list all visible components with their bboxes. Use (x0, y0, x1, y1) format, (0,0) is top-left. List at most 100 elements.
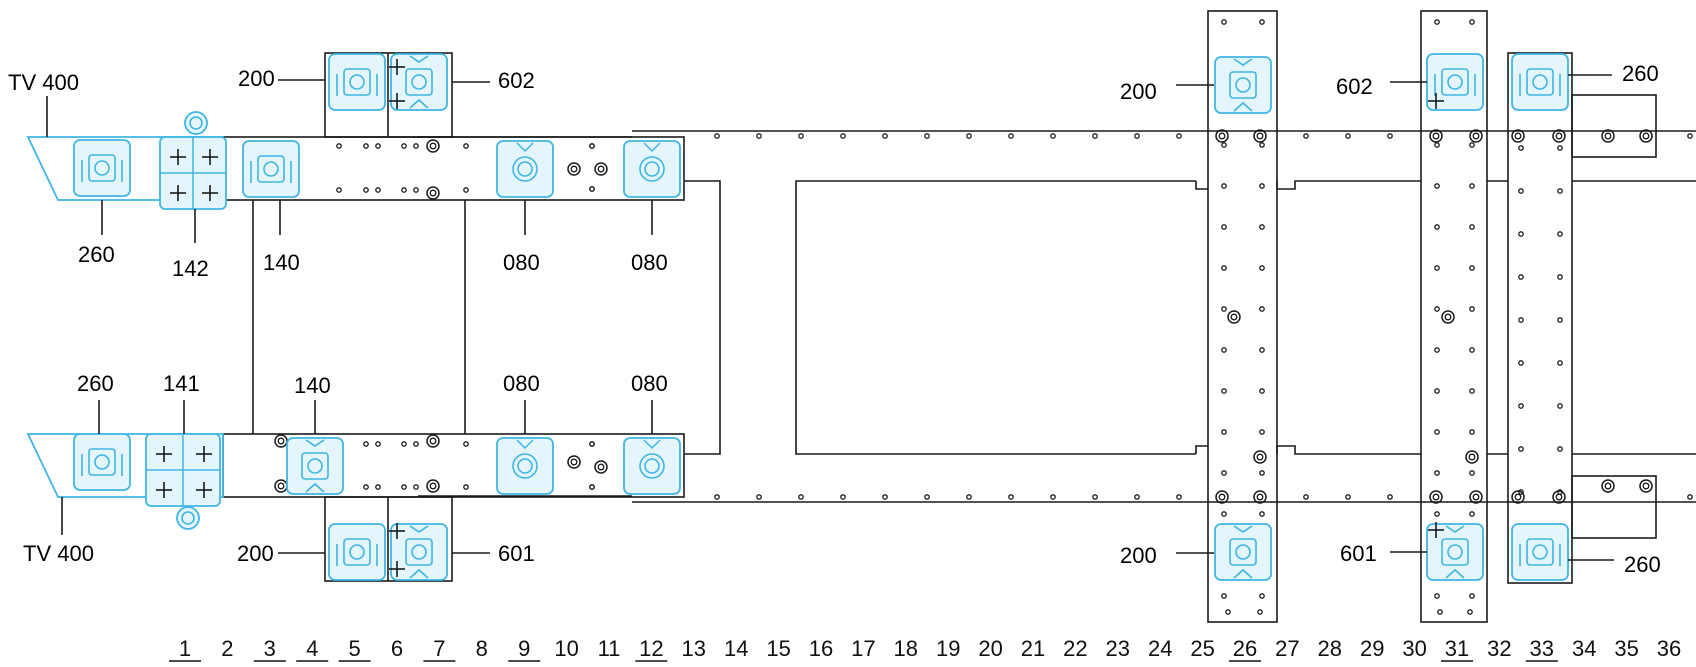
bolt-hole-icon (1437, 609, 1443, 615)
bolt-hole-icon (336, 187, 342, 193)
bolt-hole-icon (1467, 609, 1473, 615)
scale-number-15: 15 (766, 636, 790, 661)
double-ring-bolt-icon (274, 434, 288, 448)
bolt-hole-icon (401, 441, 407, 447)
rear-lower-bracket (1571, 475, 1657, 539)
bolt-hole-icon (1469, 142, 1475, 148)
crosshair-marker-icon (202, 149, 218, 165)
bolt-hole-icon (1221, 306, 1227, 312)
scale-number-30: 30 (1402, 636, 1426, 661)
bolt-hole-icon (1221, 224, 1227, 230)
mount-200-bottom-right (1214, 523, 1272, 581)
bolt-hole-icon (1557, 145, 1563, 151)
mount-602-top-left (390, 53, 448, 111)
scale-number-19: 19 (936, 636, 960, 661)
bolt-hole-icon (1134, 494, 1140, 500)
double-ring-bolt-icon (594, 162, 608, 176)
bolt-hole-icon (1434, 470, 1440, 476)
double-ring-bolt-icon (426, 434, 440, 448)
double-ring-bolt-icon (1253, 129, 1267, 143)
double-ring-bolt-icon (1227, 310, 1241, 324)
bolt-hole-icon (1687, 494, 1693, 500)
label-141: 141 (163, 371, 200, 396)
scale-number-26: 26 (1233, 636, 1257, 661)
bolt-hole-icon (1387, 494, 1393, 500)
front-section-bow (684, 180, 721, 455)
bolt-hole-icon (1687, 133, 1693, 139)
double-ring-bolt-icon (567, 162, 581, 176)
bolt-hole-icon (363, 484, 369, 490)
mount-260-lower-left (73, 433, 131, 491)
double-ring-bolt-icon (1601, 129, 1615, 143)
bolt-hole-icon (1518, 274, 1524, 280)
bolt-hole-icon (336, 143, 342, 149)
crosshair-marker-icon (1428, 93, 1444, 109)
bolt-hole-icon (1259, 19, 1265, 25)
double-ring-bolt-icon (426, 186, 440, 200)
bolt-hole-icon (1557, 403, 1563, 409)
bolt-hole-icon (1176, 494, 1182, 500)
bolt-hole-icon (1518, 489, 1524, 495)
bolt-hole-icon (1557, 317, 1563, 323)
bolt-hole-icon (1259, 511, 1265, 517)
label-tv400-bottom: TV 400 (23, 541, 94, 566)
label-260-left-upper: 260 (78, 242, 115, 267)
center-opening (795, 180, 1196, 455)
bolt-hole-icon (840, 494, 846, 500)
bolt-hole-icon (1518, 317, 1524, 323)
double-ring-bolt-icon (1511, 490, 1525, 504)
mount-140-lower (286, 437, 344, 495)
bolt-hole-icon (413, 187, 419, 193)
double-ring-bolt-icon (1511, 129, 1525, 143)
bolt-hole-icon (401, 187, 407, 193)
bolt-hole-icon (401, 143, 407, 149)
bolt-hole-icon (1434, 388, 1440, 394)
bolt-hole-icon (1518, 188, 1524, 194)
bolt-hole-icon (401, 484, 407, 490)
double-ring-bolt-icon (426, 479, 440, 493)
bolt-hole-icon (1259, 306, 1265, 312)
double-ring-bolt-icon (1215, 129, 1229, 143)
bolt-hole-icon (1469, 224, 1475, 230)
bolt-hole-icon (714, 133, 720, 139)
bolt-hole-icon (1221, 511, 1227, 517)
bolt-hole-icon (1557, 360, 1563, 366)
crosshair-marker-icon (389, 93, 405, 109)
bolt-hole-icon (1518, 360, 1524, 366)
label-601-bottom-right: 601 (1340, 541, 1377, 566)
bolt-hole-icon (1259, 224, 1265, 230)
scale-number-31: 31 (1445, 636, 1469, 661)
bolt-hole-icon (413, 143, 419, 149)
scale-number-20: 20 (978, 636, 1002, 661)
bolt-hole-icon (1434, 429, 1440, 435)
scale-number-11: 11 (598, 636, 621, 661)
bolt-hole-icon (1387, 133, 1393, 139)
bolt-hole-icon (589, 143, 595, 149)
crosshair-marker-icon (389, 523, 405, 539)
bolt-hole-icon (1221, 593, 1227, 599)
bolt-hole-icon (756, 494, 762, 500)
bolt-hole-icon (1221, 470, 1227, 476)
bolt-hole-icon (1469, 183, 1475, 189)
bolt-hole-icon (1469, 306, 1475, 312)
mount-200-top-left (328, 53, 386, 111)
label-080-lower-b: 080 (631, 371, 668, 396)
double-ring-bolt-icon (426, 139, 440, 153)
scale-number-7: 7 (433, 636, 445, 661)
crosshair-marker-icon (389, 59, 405, 75)
double-ring-bolt-icon (1441, 310, 1455, 324)
bolt-hole-icon (375, 484, 381, 490)
label-080-lower-a: 080 (503, 371, 540, 396)
scale-number-5: 5 (348, 636, 360, 661)
scale-number-25: 25 (1190, 636, 1214, 661)
fittings-layer (73, 53, 1569, 581)
bolt-hole-icon (1469, 347, 1475, 353)
scale-number-22: 22 (1063, 636, 1087, 661)
bolt-hole-icon (840, 133, 846, 139)
bolt-hole-icon (1176, 133, 1182, 139)
scale-number-23: 23 (1106, 636, 1130, 661)
label-200-bottom-right: 200 (1120, 543, 1157, 568)
crossplate-31 (1420, 10, 1488, 623)
